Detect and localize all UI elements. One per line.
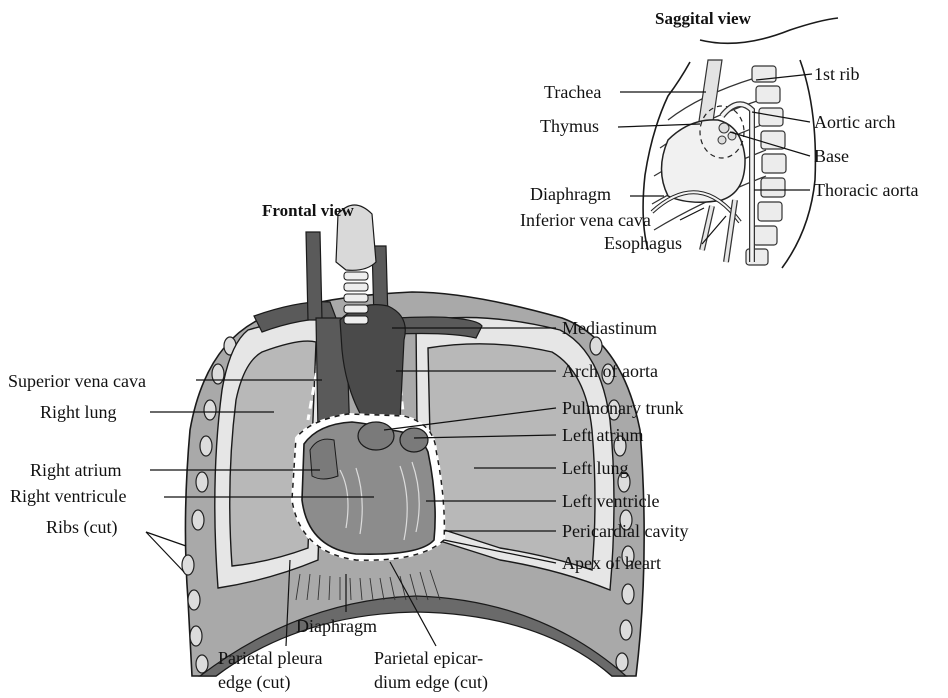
right-carotid (306, 232, 322, 320)
sagittal-ivc-lumen (702, 206, 712, 250)
posterior-back-wall (782, 60, 815, 268)
label-left-ventricle: Left ventricle (562, 491, 659, 511)
leader-ribs-cut-2 (146, 532, 184, 572)
label-pericardial-cavity: Pericardial cavity (562, 521, 688, 541)
pulmonary-trunk-shape (358, 422, 394, 450)
label-ribs-cut: Ribs (cut) (46, 517, 118, 538)
label-aortic-arch: Aortic arch (814, 112, 895, 132)
label-parietal-pleura-2: edge (cut) (218, 672, 290, 693)
label-frontal-diaphragm: Diaphragm (296, 616, 377, 636)
label-trachea: Trachea (544, 82, 601, 102)
label-right-ventricule: Right ventricule (10, 486, 126, 506)
left-atrium-shape (400, 428, 428, 452)
label-left-atrium: Left atrium (562, 425, 643, 445)
label-right-lung: Right lung (40, 402, 117, 422)
label-mediastinum: Mediastinum (562, 318, 657, 338)
label-sagittal-diaphragm: Diaphragm (530, 184, 611, 204)
sagittal-illustration (643, 18, 838, 268)
label-base: Base (814, 146, 849, 166)
label-apex-of-heart: Apex of heart (562, 553, 661, 573)
label-esophagus: Esophagus (604, 233, 682, 253)
label-first-rib: 1st rib (814, 64, 860, 84)
label-right-atrium: Right atrium (30, 460, 122, 480)
label-arch-of-aorta: Arch of aorta (562, 361, 658, 381)
frontal-title: Frontal view (262, 201, 354, 220)
frontal-trachea (344, 272, 368, 324)
label-pulmonary-trunk: Pulmonary trunk (562, 398, 684, 418)
label-parietal-pleura-1: Parietal pleura (218, 648, 322, 668)
label-superior-vena-cava: Superior vena cava (8, 371, 146, 391)
leader-ivc (680, 208, 704, 220)
label-thymus: Thymus (540, 116, 599, 136)
label-inferior-vena-cava: Inferior vena cava (520, 210, 651, 230)
right-atrium-shape (310, 439, 338, 479)
label-parietal-epicardium-1: Parietal epicar- (374, 648, 483, 668)
base-vessel-1 (719, 123, 729, 133)
label-parietal-epicardium-2: dium edge (cut) (374, 672, 488, 693)
label-left-lung: Left lung (562, 458, 628, 478)
base-vessel-3 (718, 136, 726, 144)
sagittal-title: Saggital view (655, 9, 752, 28)
label-thoracic-aorta: Thoracic aorta (814, 180, 918, 200)
sagittal-trachea (698, 60, 722, 128)
